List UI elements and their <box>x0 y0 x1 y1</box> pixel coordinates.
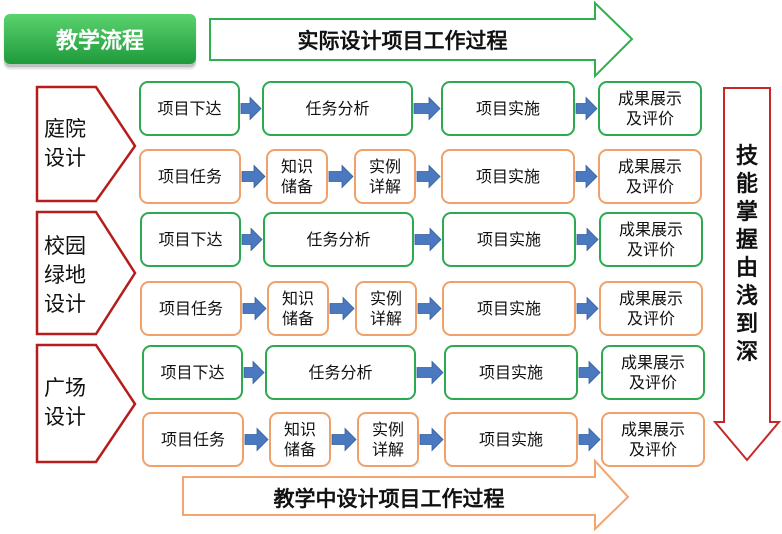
step-box: 项目任务 <box>139 149 241 204</box>
section-chevron-shape <box>35 343 137 464</box>
flow-arrow <box>240 96 262 121</box>
step-box: 成果展示 及评价 <box>598 149 702 204</box>
section-chevron-shape <box>35 210 137 336</box>
section-label: 广场 设计 <box>44 376 86 429</box>
flow-arrow <box>241 227 263 252</box>
step-box: 实例 详解 <box>354 149 416 204</box>
step-box: 知识 储备 <box>269 412 331 467</box>
flow-arrow <box>576 227 599 252</box>
flow-arrow <box>575 164 598 189</box>
step-box: 任务分析 <box>262 81 413 136</box>
step-box: 任务分析 <box>265 345 416 400</box>
flow-arrow <box>329 296 355 321</box>
step-box: 项目下达 <box>140 212 241 267</box>
step-box: 项目实施 <box>441 149 575 204</box>
flow-arrow <box>244 427 269 452</box>
flow-arrow <box>243 360 265 385</box>
step-box: 成果展示 及评价 <box>599 281 703 336</box>
flow-arrow <box>578 360 601 385</box>
flow-arrow <box>414 227 442 252</box>
flow-arrow <box>419 427 444 452</box>
flow-arrow <box>242 296 267 321</box>
step-box: 实例 详解 <box>357 412 419 467</box>
page-title: 教学流程 <box>4 14 196 64</box>
step-box: 成果展示 及评价 <box>598 81 702 136</box>
step-box: 项目下达 <box>139 81 240 136</box>
step-box: 项目任务 <box>140 281 242 336</box>
section-chevron-shape <box>35 85 137 203</box>
bottom-arrow-shape <box>182 458 630 532</box>
step-box: 任务分析 <box>263 212 414 267</box>
step-box: 项目任务 <box>142 412 244 467</box>
flow-arrow <box>241 164 266 189</box>
step-box: 项目实施 <box>442 212 576 267</box>
flow-arrow <box>578 427 601 452</box>
step-box: 知识 储备 <box>266 149 328 204</box>
top-arrow-shape <box>209 0 634 79</box>
flow-arrow <box>416 164 441 189</box>
right-arrow-label: 技能掌握由浅到深 <box>735 144 758 365</box>
flow-arrow <box>413 96 441 121</box>
section-label: 庭院 设计 <box>44 117 86 170</box>
step-box: 成果展示 及评价 <box>599 212 703 267</box>
top-arrow-label: 实际设计项目工作过程 <box>297 29 508 53</box>
step-box: 实例 详解 <box>355 281 417 336</box>
step-box: 成果展示 及评价 <box>601 345 705 400</box>
flow-arrow <box>416 360 444 385</box>
step-box: 知识 储备 <box>267 281 329 336</box>
section-label: 校园 绿地 设计 <box>44 234 86 316</box>
right-down-arrow-shape <box>712 87 782 462</box>
step-box: 项目实施 <box>441 81 575 136</box>
step-box: 项目下达 <box>142 345 243 400</box>
flow-arrow <box>576 296 599 321</box>
step-box: 项目实施 <box>444 345 578 400</box>
bottom-arrow-label: 教学中设计项目工作过程 <box>273 487 505 511</box>
flow-arrow <box>575 96 598 121</box>
flow-arrow <box>328 164 354 189</box>
flow-arrow <box>331 427 357 452</box>
flow-arrow <box>417 296 442 321</box>
step-box: 项目实施 <box>444 412 578 467</box>
step-box: 项目实施 <box>442 281 576 336</box>
step-box: 成果展示 及评价 <box>601 412 705 467</box>
